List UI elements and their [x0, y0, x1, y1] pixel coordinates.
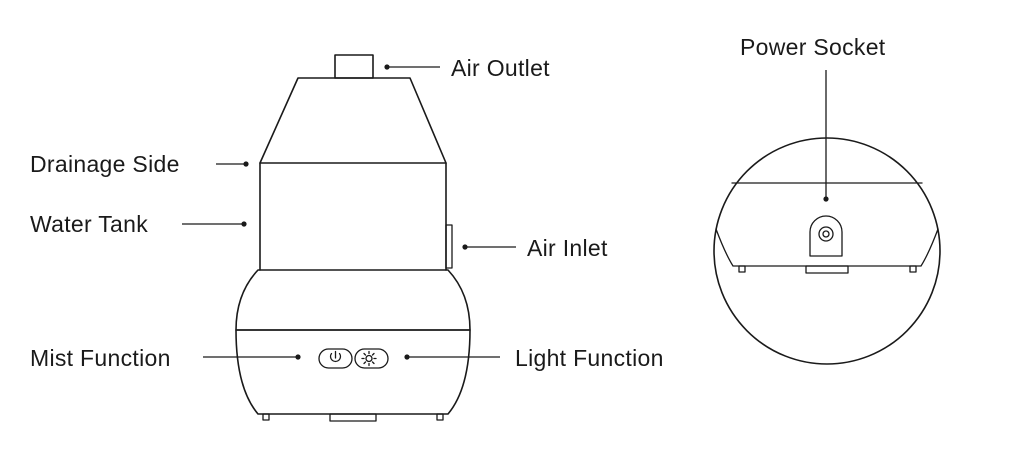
rear-foot-right	[909, 265, 917, 273]
rear-bottom-plate	[805, 265, 849, 274]
detail-circle	[713, 137, 941, 365]
base-foot-right	[436, 413, 444, 421]
label-water-tank: Water Tank	[30, 211, 148, 237]
label-mist-function: Mist Function	[30, 345, 171, 371]
rear-detail-view	[713, 70, 941, 365]
base-upper	[235, 269, 471, 331]
rear-foot-left	[738, 265, 746, 273]
humidifier-front-view	[235, 54, 471, 422]
power-icon	[329, 350, 342, 363]
leader-water-tank	[182, 221, 247, 227]
light-button[interactable]	[354, 348, 389, 369]
base-lower	[235, 329, 471, 415]
leader-air-inlet	[462, 244, 516, 250]
air-outlet-nozzle	[334, 54, 374, 79]
mist-button[interactable]	[318, 348, 353, 369]
base-bottom-plate	[329, 413, 377, 422]
water-tank-body	[259, 162, 447, 271]
power-socket-pin-inner	[822, 230, 830, 238]
leader-air-outlet	[384, 64, 440, 70]
power-socket-leader-dot	[823, 196, 829, 202]
label-power-socket: Power Socket	[740, 34, 886, 60]
power-socket-pin-outer	[818, 226, 834, 242]
label-air-inlet: Air Inlet	[527, 235, 608, 261]
leader-light-function	[404, 354, 500, 360]
power-socket	[809, 215, 843, 257]
label-air-outlet: Air Outlet	[451, 55, 550, 81]
rear-base-outline	[715, 228, 939, 267]
leader-drainage-side	[216, 161, 249, 167]
label-light-function: Light Function	[515, 345, 664, 371]
leader-mist-function	[203, 354, 301, 360]
label-drainage-side: Drainage Side	[30, 151, 180, 177]
air-inlet-grille	[445, 224, 453, 269]
sun-icon	[361, 350, 377, 367]
top-cone	[259, 77, 447, 164]
base-foot-left	[262, 413, 270, 421]
